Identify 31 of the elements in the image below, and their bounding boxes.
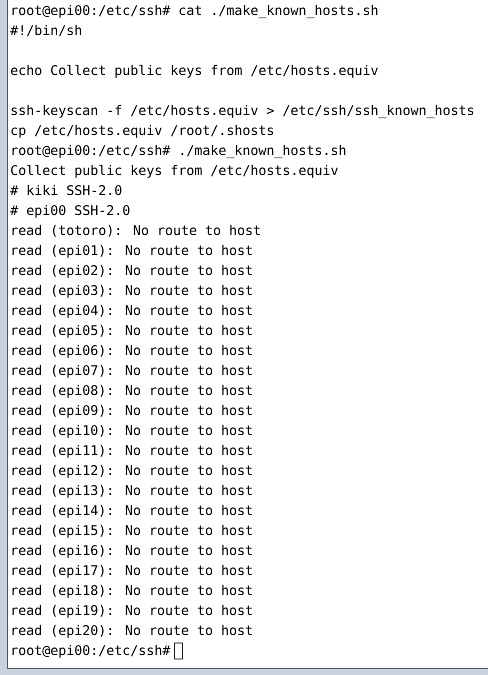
terminal-line: read (epi02): No route to host bbox=[12, 264, 252, 278]
terminal-line: read (epi14): No route to host bbox=[12, 504, 252, 518]
terminal-line: # kiki SSH-2.0 bbox=[10, 184, 122, 196]
terminal-line: read (epi17): No route to host bbox=[12, 564, 252, 578]
terminal-line: read (epi04): No route to host bbox=[12, 304, 252, 318]
terminal-line: root@epi00:/etc/ssh# ./make_known_hosts.sh bbox=[12, 144, 346, 158]
terminal-line: read (epi19): No route to host bbox=[12, 604, 252, 618]
terminal-line: read (epi12): No route to host bbox=[12, 464, 252, 478]
terminal-line: read (totoro): No route to host bbox=[12, 224, 260, 237]
terminal-line: echo Collect public keys from /etc/hosts.equiv bbox=[11, 64, 378, 78]
terminal-line: # epi00 SSH-2.0 bbox=[10, 204, 130, 218]
terminal-line: #!/bin/sh bbox=[10, 24, 82, 36]
terminal-line: read (epi08): No route to host bbox=[12, 384, 252, 398]
terminal-line: read (epi10): No route to host bbox=[12, 424, 252, 438]
terminal-line: read (epi09): No route to host bbox=[12, 404, 252, 418]
terminal-line: cp /etc/hosts.equiv /root/.shosts bbox=[11, 124, 274, 138]
terminal-line: read (epi06): No route to host bbox=[12, 344, 252, 358]
terminal-line: read (epi15): No route to host bbox=[12, 524, 252, 538]
terminal-line: read (epi03): No route to host bbox=[12, 284, 252, 298]
terminal-line: read (epi07): No route to host bbox=[12, 364, 252, 378]
terminal-line: read (epi18): No route to host bbox=[12, 584, 252, 598]
terminal-line: ssh-keyscan -f /etc/hosts.equiv > /etc/ssh/ssh_known_hosts bbox=[12, 104, 474, 118]
terminal-line: root@epi00:/etc/ssh# cat ./make_known_hosts.sh bbox=[12, 4, 378, 18]
terminal-line: root@epi00:/etc/ssh# bbox=[12, 644, 170, 658]
terminal-line: read (epi05): No route to host bbox=[12, 324, 252, 338]
terminal-line: Collect public keys from /etc/hosts.equiv bbox=[11, 164, 338, 178]
terminal-line: read (epi01): No route to host bbox=[12, 244, 252, 258]
terminal-line: read (epi20): No route to host bbox=[12, 624, 252, 638]
terminal-line: read (epi13): No route to host bbox=[12, 484, 252, 498]
terminal-line: read (epi11): No route to host bbox=[12, 444, 252, 458]
terminal-line: read (epi16): No route to host bbox=[12, 544, 252, 558]
